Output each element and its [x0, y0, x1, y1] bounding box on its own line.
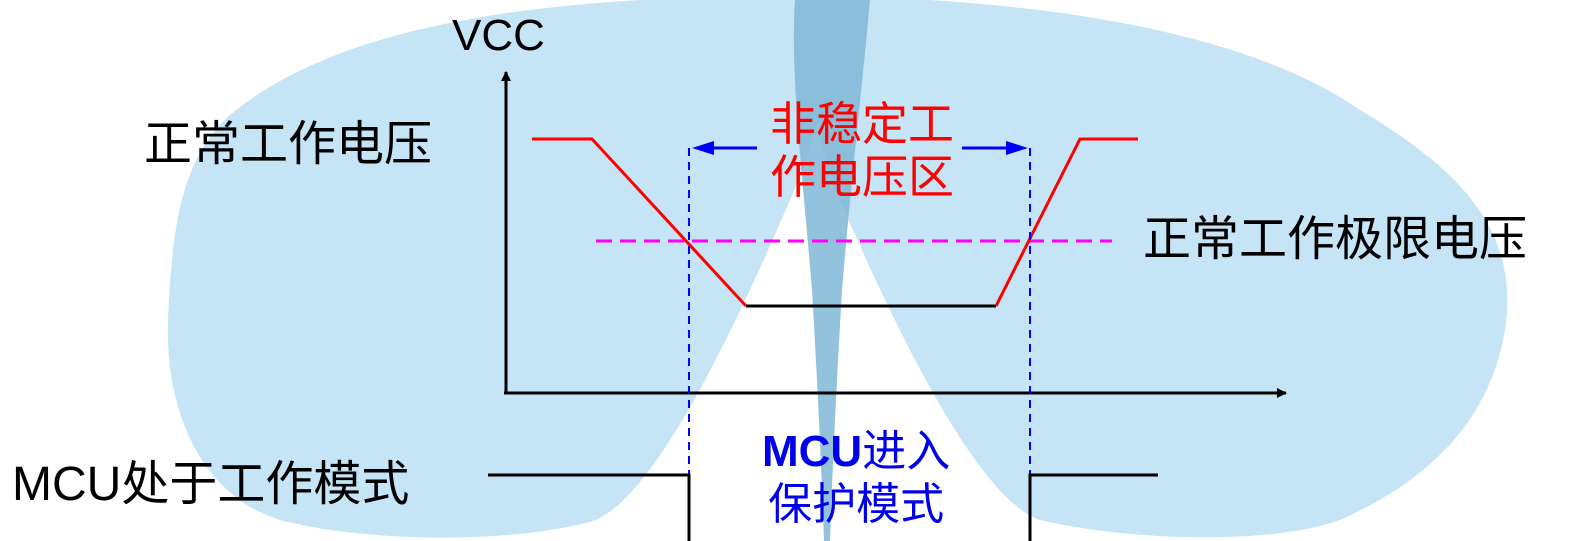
unstable-region-arrows — [692, 141, 1028, 155]
voltage-curve-rising — [994, 137, 1138, 307]
background-blob — [167, 0, 1508, 538]
mcu-protect-mode-line2: 保护模式 — [768, 478, 945, 530]
mcu-work-mode-label: MCU处于工作模式 — [12, 460, 409, 509]
unstable-region-line1: 非稳定工 — [770, 97, 954, 151]
limit-voltage-label: 正常工作极限电压 — [1143, 211, 1528, 267]
mcu-work-mode-prefix: MCU — [12, 458, 122, 511]
unstable-region-label: 非稳定工 作电压区 — [770, 98, 954, 204]
mcu-signal-right — [1028, 473, 1158, 541]
voltage-curve-falling — [532, 137, 748, 308]
arrow-right-icon — [1006, 141, 1028, 155]
background-decoration — [167, 0, 1508, 541]
center-beam — [793, 0, 870, 541]
vcc-axis-label: VCC — [452, 11, 545, 60]
arrow-left-icon — [692, 141, 714, 155]
mcu-protect-mode-label: MCU进入 保护模式 — [762, 426, 950, 532]
mcu-protect-mode-line1: MCU进入 — [762, 426, 950, 479]
mcu-protect-mode-suffix: 进入 — [862, 426, 951, 477]
unstable-region-line2: 作电压区 — [770, 149, 954, 204]
normal-voltage-label: 正常工作电压 — [144, 116, 433, 172]
mcu-protect-mode-prefix: MCU — [762, 427, 863, 476]
mcu-work-mode-suffix: 处于工作模式 — [121, 456, 410, 512]
mcu-signal-left — [488, 473, 691, 541]
